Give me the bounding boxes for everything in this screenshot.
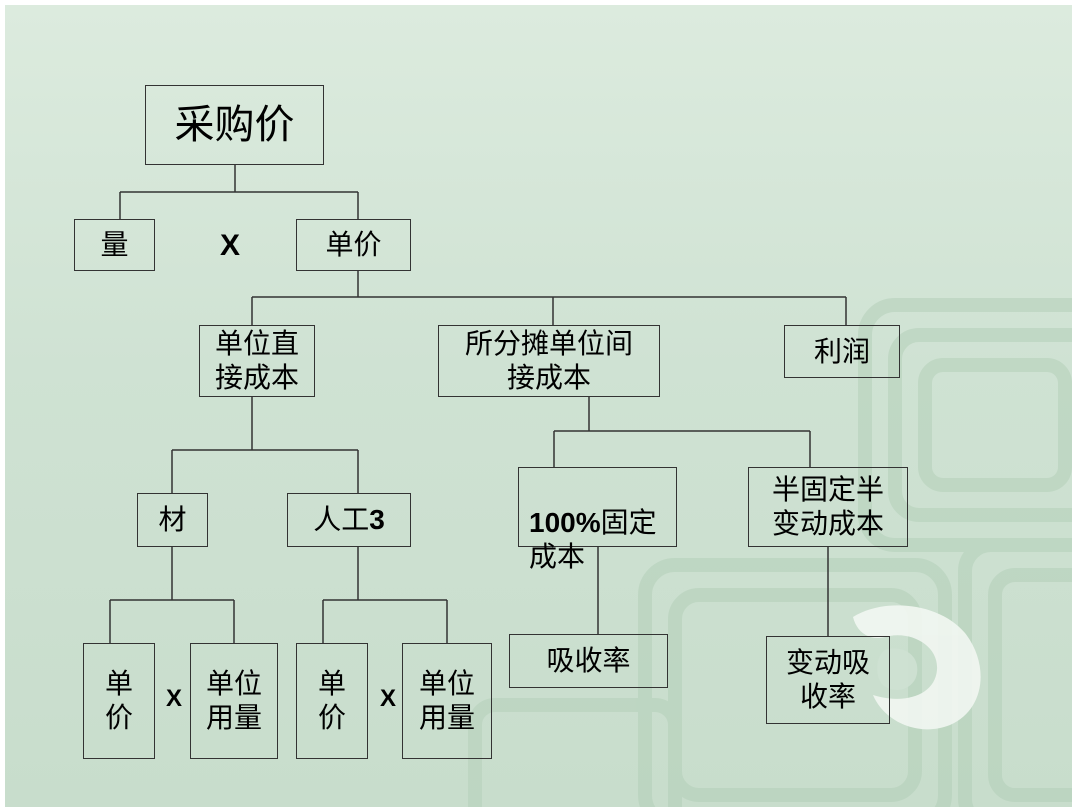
node-unit-price: 单价 — [296, 219, 411, 271]
node-material: 材 — [137, 493, 208, 547]
node-profit: 利润 — [784, 325, 900, 378]
node-absorption-rate: 吸收率 — [509, 634, 668, 688]
node-labor-unit-price: 单 价 — [296, 643, 368, 759]
node-allocated-indirect-cost: 所分摊单位间 接成本 — [438, 325, 660, 397]
node-labor-unit-usage: 单位 用量 — [402, 643, 492, 759]
node-labor-text: 人工 — [313, 503, 370, 536]
node-fixed-cost: 100%固定 成本 — [518, 467, 677, 573]
node-variable-absorption-rate: 变动吸 收率 — [766, 636, 890, 724]
node-fixed-cost-text: 固定 成本 — [529, 506, 657, 573]
connector-lines — [109, 165, 847, 643]
node-quantity: 量 — [74, 219, 155, 271]
multiply-operator: X — [219, 229, 240, 262]
node-material-unit-usage: 单位 用量 — [190, 643, 278, 759]
node-unit-direct-cost: 单位直 接成本 — [199, 325, 315, 397]
node-labor-number: 3 — [369, 504, 385, 535]
node-purchase-price: 采购价 — [145, 85, 324, 165]
multiply-operator-labor: X — [379, 685, 396, 712]
node-semi-variable-cost: 半固定半 变动成本 — [748, 467, 908, 547]
multiply-operator-material: X — [165, 685, 182, 712]
node-material-unit-price: 单 价 — [83, 643, 155, 759]
node-fixed-cost-percent: 100% — [529, 507, 601, 538]
